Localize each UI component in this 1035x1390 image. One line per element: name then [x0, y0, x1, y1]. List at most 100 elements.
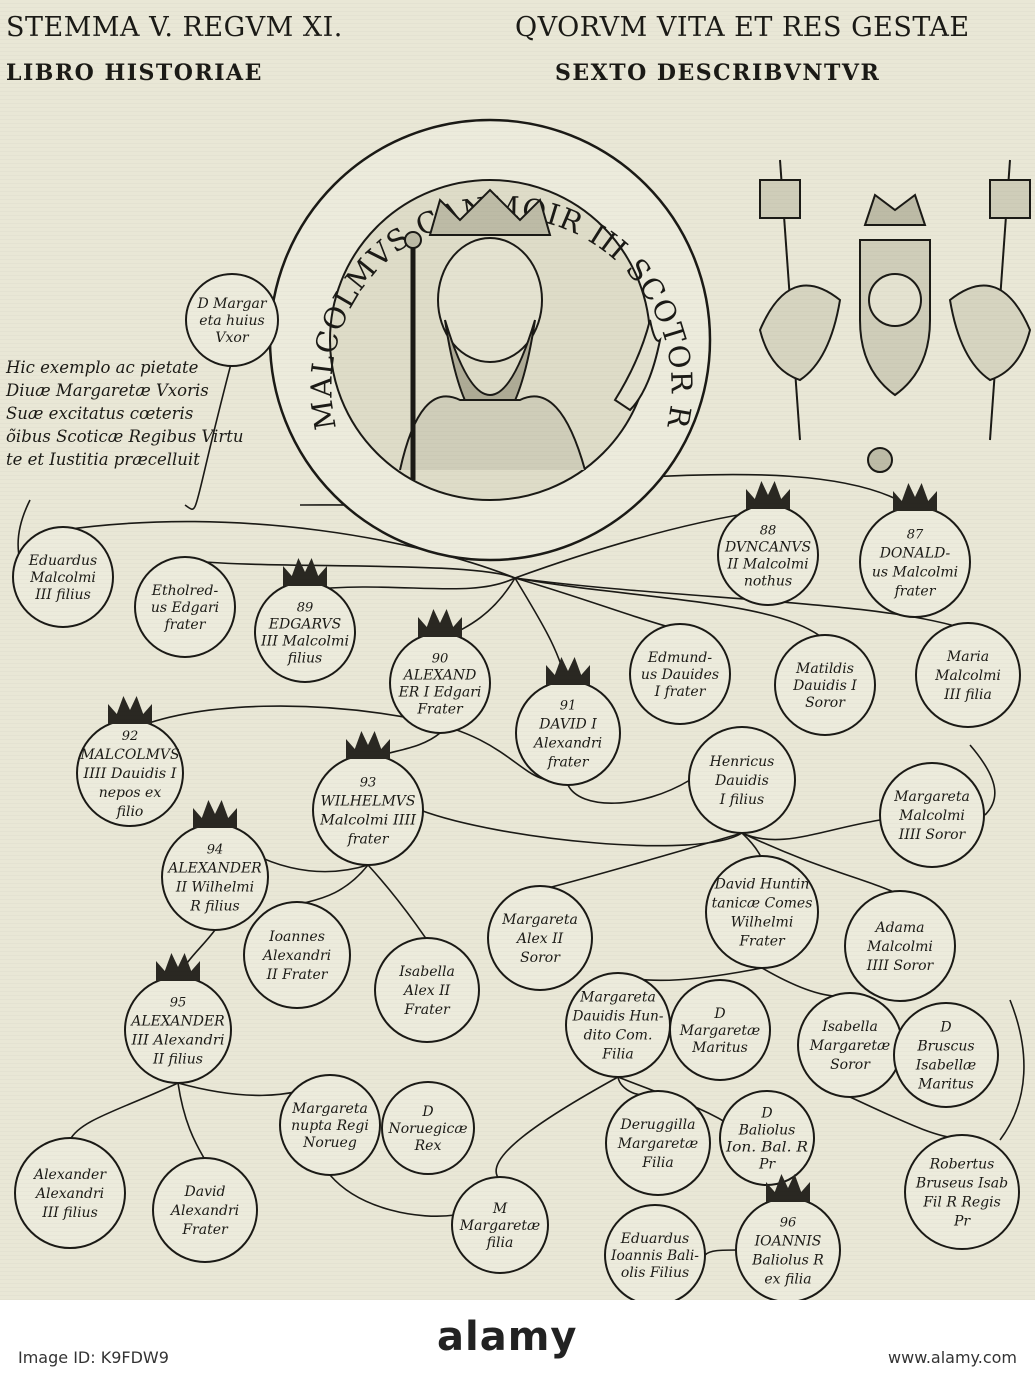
tree-connector: [184, 559, 516, 579]
node-circle: [669, 979, 771, 1081]
node-label: Alexander: [32, 1167, 107, 1183]
node-circle: [879, 762, 985, 868]
node-label: nupta Regi: [291, 1118, 369, 1134]
caption-line: Diuæ Margaretæ Vxoris: [6, 381, 209, 400]
node-label: Fil R Regis: [922, 1195, 1001, 1211]
node-label: Soror: [830, 1057, 871, 1073]
node-label: Robertus: [929, 1157, 995, 1173]
node-label: David Huntin: [714, 877, 810, 893]
node-label: Maritus: [917, 1077, 974, 1093]
node-circle: [312, 754, 424, 866]
node-label: Bruseus Isab: [915, 1176, 1008, 1192]
tree-connector: [304, 577, 516, 591]
alamy-logo: alamy: [437, 1314, 578, 1360]
tree-connector: [741, 819, 881, 841]
tree-connector: [367, 864, 428, 941]
node-circle: [243, 901, 351, 1009]
node-label: ALEXANDER: [129, 1014, 225, 1030]
node-label: II Frater: [266, 967, 329, 983]
node-circle: [705, 855, 819, 969]
caption-line: Suæ excitatus cœteris: [6, 404, 194, 423]
crown-icon: [156, 953, 200, 981]
tree-connector: [741, 832, 901, 896]
node-label: Ion. Bal. R: [725, 1140, 809, 1156]
node-label: II filius: [152, 1052, 203, 1068]
node-label: D: [939, 1020, 951, 1036]
node-label: Matildis: [795, 661, 854, 677]
node-circle: [279, 1074, 381, 1176]
node-circle: [774, 634, 876, 736]
node-label: D: [421, 1104, 433, 1120]
node-circle: [844, 890, 956, 1002]
node-label: Dauidis: [714, 773, 769, 789]
node-number: 92: [122, 729, 139, 744]
node-label: Vxor: [215, 330, 249, 346]
crown-icon: [283, 558, 327, 586]
node-label: frater: [164, 617, 207, 633]
crown-icon: [108, 696, 152, 724]
title-line-2: LIBRO HISTORIAE SEXTO DESCRIBVNTVR: [0, 60, 1035, 100]
node-label: Bruscus: [916, 1039, 974, 1055]
node-label: Margareta: [291, 1101, 368, 1117]
node-label: I filius: [719, 792, 764, 808]
node-circle: [451, 1176, 549, 1274]
node-label: Soror: [805, 695, 846, 711]
node-label: Dauidis Hun-: [572, 1009, 664, 1025]
node-label: Margareta: [579, 990, 656, 1006]
node-circle: [893, 1002, 999, 1108]
node-circle: [185, 273, 279, 367]
tree-connector: [761, 967, 851, 998]
node-label: Eduardus: [620, 1231, 689, 1247]
genealogy-tree: MALCOLMVS CANMOIR III SCOTOR REX LXXXVI: [0, 0, 1032, 1300]
node-label: MALCOLMVS: [79, 747, 179, 763]
tree-connector: [567, 779, 691, 804]
caption-line: Hic exemplo ac pietate: [6, 358, 199, 377]
node-label: frater: [547, 755, 590, 771]
node-circle: [859, 506, 971, 618]
node-label: Isabella: [821, 1019, 878, 1035]
node-circle: [487, 885, 593, 991]
node-circle: [904, 1134, 1020, 1250]
node-label: us Dauides: [641, 667, 719, 683]
node-label: nothus: [744, 574, 792, 590]
crown-icon: [418, 609, 462, 637]
stock-url: www.alamy.com: [888, 1348, 1017, 1367]
node-label: Wilhelmi: [731, 915, 794, 931]
node-circle: [604, 1204, 706, 1300]
node-label: Alexandri: [261, 948, 331, 964]
node-label: Noruegicæ: [387, 1121, 467, 1137]
node-label: Maritus: [691, 1040, 748, 1056]
node-label: III filia: [943, 687, 992, 703]
tree-connector: [69, 1082, 179, 1141]
node-label: DVNCANVS: [724, 540, 811, 556]
node-label: D: [760, 1106, 772, 1122]
node-label: Deruggilla: [620, 1117, 696, 1133]
node-label: filio: [116, 804, 144, 820]
node-label: filius: [287, 651, 323, 667]
node-label: Ioannes: [268, 929, 325, 945]
node-circle: [12, 526, 114, 628]
node-label: frater: [347, 832, 390, 848]
node-label: III Alexandri: [130, 1033, 224, 1049]
crown-icon: [193, 800, 237, 828]
title-line-1-left: STEMMA V. REGVM XI.: [6, 12, 343, 43]
node-number: 93: [360, 776, 377, 791]
title-line-1-right: QVORVM VITA ET RES GESTAE: [515, 12, 970, 43]
tree-connector: [419, 809, 743, 847]
node-label: III filius: [34, 587, 91, 603]
node-number: 96: [780, 1216, 797, 1231]
